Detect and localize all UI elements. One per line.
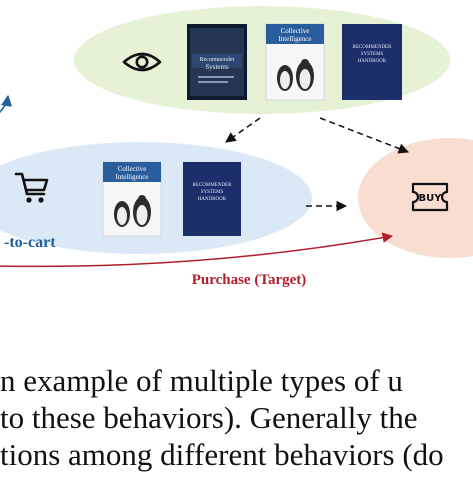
buy-ticket-icon: BUY <box>411 182 449 212</box>
book-systems-title-1: Recommender <box>200 57 235 63</box>
shopping-cart-icon <box>14 172 49 203</box>
eye-icon <box>122 52 162 72</box>
book-recommender-handbook-cart: RECOMMENDER SYSTEMS HANDBOOK <box>183 162 241 236</box>
book-handbook-title-1: RECOMMENDER <box>353 45 393 50</box>
view-to-buy-dashed-arrow <box>319 117 409 154</box>
cart-to-view-arrow <box>0 94 13 114</box>
buy-label: BUY <box>419 193 443 204</box>
book-oreilly-cart-title-2: Intelligence <box>115 173 148 181</box>
caption-line-1: n example of multiple types of u <box>0 363 403 398</box>
book-handbook-title-2: SYSTEMS <box>361 52 384 57</box>
book-handbook-cart-title-3: HANDBOOK <box>198 197 227 202</box>
book-collective-intelligence-view: Collective Intelligence <box>265 23 325 101</box>
caption-line-3: tions among different behaviors (do <box>0 437 444 472</box>
book-systems-title-2: Systems <box>205 63 229 71</box>
book-handbook-cart-title-1: RECOMMENDER <box>193 183 233 188</box>
add-to-cart-label: -to-cart <box>4 234 56 251</box>
book-handbook-cart-title-2: SYSTEMS <box>201 190 224 195</box>
purchase-target-label: Purchase (Target) <box>192 272 307 288</box>
multi-behavior-diagram: Recommender Systems Collective Intellige… <box>0 6 473 288</box>
buy-behavior-ellipse <box>358 138 473 258</box>
book-collective-intelligence-cart: Collective Intelligence <box>102 161 162 237</box>
book-recommender-systems: Recommender Systems <box>187 24 247 100</box>
book-handbook-title-3: HANDBOOK <box>358 59 387 64</box>
book-oreilly-cart-title-1: Collective <box>118 165 147 173</box>
book-recommender-handbook-view: RECOMMENDER SYSTEMS HANDBOOK <box>342 24 402 100</box>
book-oreilly-title-1: Collective <box>281 27 310 35</box>
purchase-target-arrow <box>0 232 394 268</box>
view-to-cart-dashed-arrow <box>225 117 261 143</box>
caption-line-2: to these behaviors). Generally the <box>0 400 418 435</box>
figure-caption: n example of multiple types of u to thes… <box>0 362 473 473</box>
book-oreilly-title-2: Intelligence <box>278 35 311 43</box>
